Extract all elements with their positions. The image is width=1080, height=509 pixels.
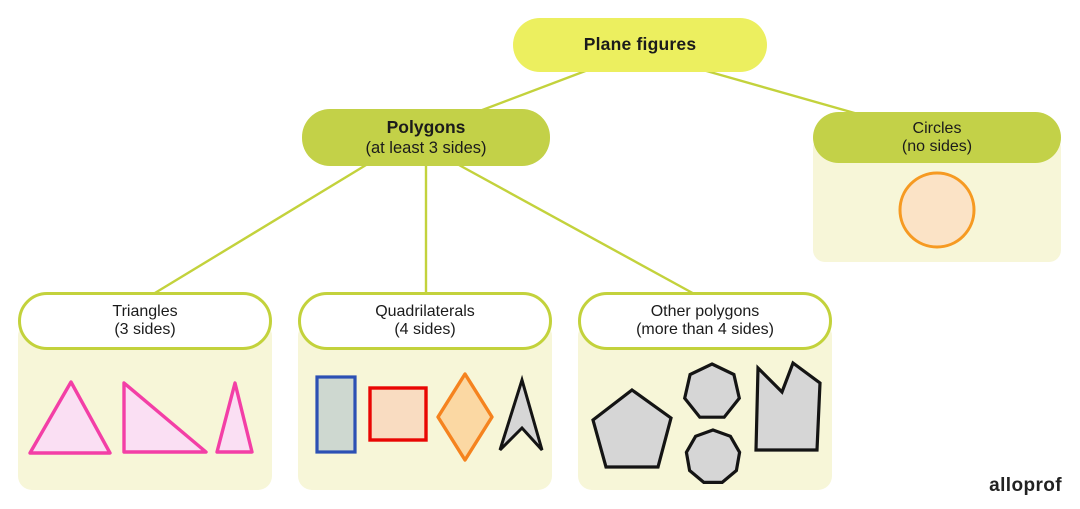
rhombus-shape [436, 372, 494, 462]
node-subtitle: (no sides) [901, 137, 973, 155]
node-title: Quadrilaterals [375, 303, 475, 320]
quadrilaterals-header: Quadrilaterals (4 sides) [298, 292, 552, 350]
quadrilaterals-shapes [315, 372, 544, 462]
edge-polygons-to-other-polygons [458, 163, 699, 298]
rectangle-shape [315, 375, 357, 454]
triangles-header: Triangles (3 sides) [18, 292, 272, 350]
alloprof-logo: alloprof [989, 475, 1062, 496]
node-title: Polygons [386, 116, 466, 137]
circles-header: Circles (no sides) [813, 112, 1061, 163]
right-triangle-shape [122, 381, 208, 454]
other-polygons-shapes [591, 360, 822, 484]
edge-polygons-to-triangles [149, 163, 367, 298]
other-polygons-header: Other polygons (more than 4 sides) [578, 292, 832, 350]
node-polygons: Polygons (at least 3 sides) [302, 109, 550, 166]
node-subtitle: (4 sides) [394, 321, 456, 338]
notched-polygon-shape [754, 360, 822, 452]
pentagon-shape [591, 388, 673, 469]
node-title: Triangles [112, 303, 178, 320]
node-triangles: Triangles (3 sides) [18, 292, 272, 490]
node-title: Other polygons [650, 303, 760, 320]
acute-triangle-shape [28, 380, 112, 455]
heptagon-shape [682, 362, 742, 419]
node-title: Plane figures [583, 34, 697, 55]
edge-root-to-polygons [476, 68, 589, 114]
node-title: Circles [912, 119, 962, 137]
edge-root-to-circles [702, 68, 859, 116]
node-quadrilaterals: Quadrilaterals (4 sides) [298, 292, 552, 490]
node-subtitle: (at least 3 sides) [365, 138, 487, 157]
circles-shapes [898, 171, 976, 249]
narrow-triangle-shape [215, 381, 254, 454]
triangles-shapes [28, 380, 254, 455]
node-subtitle: (3 sides) [114, 321, 176, 338]
node-other-polygons: Other polygons (more than 4 sides) [578, 292, 832, 490]
node-circles: Circles (no sides) [813, 112, 1061, 262]
nonagon-shape [684, 428, 742, 484]
dart-shape [498, 374, 544, 452]
node-subtitle: (more than 4 sides) [636, 321, 774, 338]
square-shape [368, 386, 428, 442]
node-plane-figures: Plane figures [513, 18, 767, 72]
circle-shape [898, 171, 976, 249]
